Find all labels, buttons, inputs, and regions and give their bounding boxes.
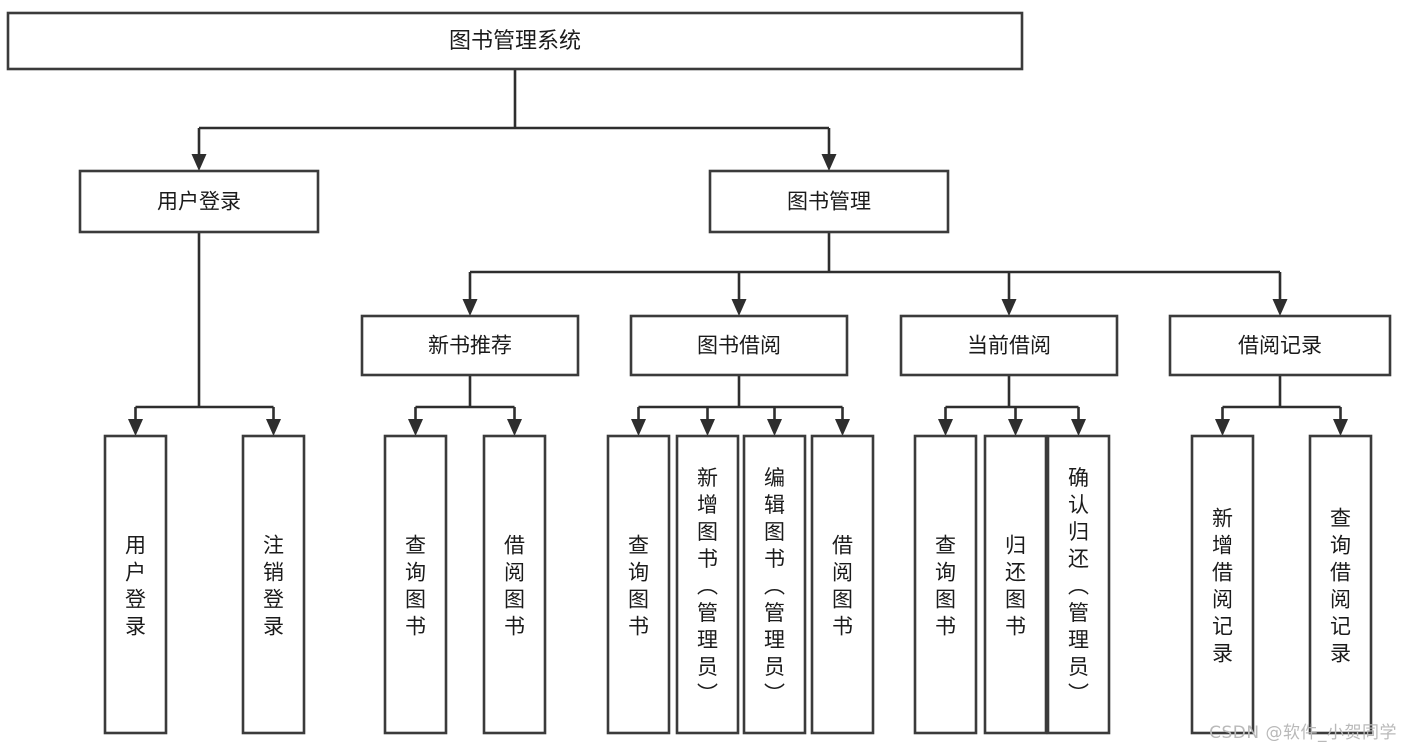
arrow-head-icon [731,299,747,316]
arrow-head-icon [128,419,143,436]
leaf-node-label: 查询图书 [935,534,956,639]
connector-layer [128,69,1348,436]
leaf-node-label: 查询图书 [628,534,649,639]
leaf-node[interactable]: 查询图书 [606,434,671,735]
level3-box[interactable] [629,314,849,377]
level3-node-label: 借阅记录 [1238,334,1322,358]
leaf-box[interactable] [103,434,168,735]
leaf-node-label: 编辑图书︵管理员︶ [764,466,785,706]
leaf-box[interactable] [983,434,1048,735]
level3-node-label: 新书推荐 [428,334,512,358]
leaf-box[interactable] [675,434,740,735]
leaf-box[interactable] [241,434,306,735]
leaf-node[interactable]: 确认归还︵管理员︶ [1046,434,1111,735]
leaf-node[interactable]: 查询图书 [913,434,978,735]
arrow-head-icon [408,419,423,436]
level3-node-label: 图书借阅 [697,334,781,358]
leaf-node-label: 新增借阅记录 [1212,507,1233,666]
leaf-box[interactable] [482,434,547,735]
watermark-text: CSDN @软件_小贺同学 [1209,723,1397,743]
root-node-label: 图书管理系统 [449,29,581,54]
leaf-node-label: 借阅图书 [504,534,525,639]
leaf-box[interactable] [742,434,807,735]
arrow-head-icon [767,419,782,436]
arrow-head-icon [1215,419,1230,436]
arrow-head-icon [821,154,837,171]
arrow-head-icon [462,299,478,316]
arrow-head-icon [1001,299,1017,316]
leaf-node-label: 查询借阅记录 [1330,507,1351,666]
arrow-head-icon [938,419,953,436]
arrow-head-icon [507,419,522,436]
level3-node[interactable]: 借阅记录 [1168,314,1392,377]
leaf-node[interactable]: 新增借阅记录 [1190,434,1255,735]
leaf-box[interactable] [913,434,978,735]
leaf-node-label: 确认归还︵管理员︶ [1068,466,1089,706]
arrow-head-icon [1272,299,1288,316]
leaf-node[interactable]: 查询借阅记录 [1308,434,1373,735]
arrow-head-icon [1333,419,1348,436]
node-layer: 图书管理系统用户登录图书管理新书推荐图书借阅当前借阅借阅记录用户登录注销登录查询… [6,11,1392,735]
leaf-box[interactable] [1308,434,1373,735]
arrow-head-icon [700,419,715,436]
leaf-box[interactable] [383,434,448,735]
leaf-node[interactable]: 借阅图书 [810,434,875,735]
level3-node[interactable]: 图书借阅 [629,314,849,377]
level2-node[interactable]: 图书管理 [708,169,950,234]
leaf-node[interactable]: 查询图书 [383,434,448,735]
leaf-node[interactable]: 归还图书 [983,434,1048,735]
level2-node[interactable]: 用户登录 [78,169,320,234]
leaf-node-label: 归还图书 [1005,534,1026,639]
leaf-box[interactable] [1190,434,1255,735]
root-node[interactable]: 图书管理系统 [6,11,1024,71]
leaf-node[interactable]: 编辑图书︵管理员︶ [742,434,807,735]
leaf-node[interactable]: 注销登录 [241,434,306,735]
leaf-node-label: 新增图书︵管理员︶ [697,466,718,706]
leaf-node[interactable]: 借阅图书 [482,434,547,735]
leaf-node-label: 注销登录 [263,534,284,639]
arrow-head-icon [191,154,207,171]
leaf-node[interactable]: 新增图书︵管理员︶ [675,434,740,735]
leaf-node-label: 查询图书 [405,534,426,639]
level3-node[interactable]: 新书推荐 [360,314,580,377]
leaf-box[interactable] [606,434,671,735]
level3-node-label: 当前借阅 [967,334,1051,358]
level2-node-label: 图书管理 [787,190,871,214]
arrow-head-icon [835,419,850,436]
leaf-box[interactable] [1046,434,1111,735]
arrow-head-icon [1008,419,1023,436]
level3-box[interactable] [1168,314,1392,377]
leaf-node-label: 用户登录 [125,534,146,639]
level2-box[interactable] [78,169,320,234]
arrow-head-icon [1071,419,1086,436]
level2-node-label: 用户登录 [157,190,241,214]
level3-node[interactable]: 当前借阅 [899,314,1119,377]
leaf-box[interactable] [810,434,875,735]
level3-box[interactable] [899,314,1119,377]
level2-box[interactable] [708,169,950,234]
leaf-node-label: 借阅图书 [832,534,853,639]
root-box[interactable] [6,11,1024,71]
arrow-head-icon [631,419,646,436]
level3-box[interactable] [360,314,580,377]
arrow-head-icon [266,419,281,436]
leaf-node[interactable]: 用户登录 [103,434,168,735]
